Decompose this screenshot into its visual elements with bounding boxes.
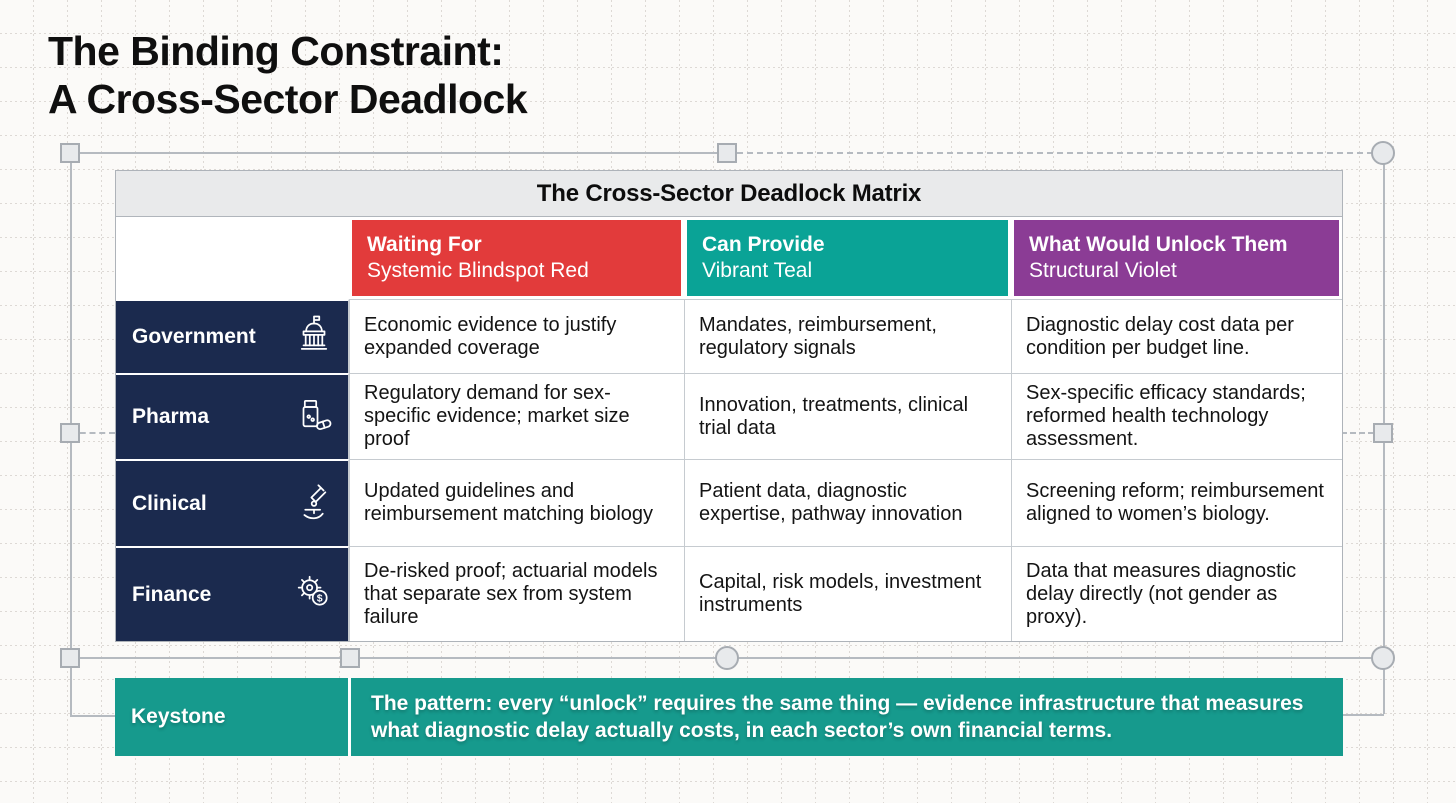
row-label: Finance: [132, 582, 212, 606]
selection-handle-mid-left[interactable]: [60, 423, 80, 443]
matrix-cell[interactable]: Diagnostic delay cost data per condition…: [1011, 299, 1342, 373]
keystone-text: The pattern: every “unlock” requires the…: [371, 691, 1304, 742]
matrix-cell[interactable]: Economic evidence to justify expanded co…: [349, 299, 684, 373]
column-title: Can Provide: [702, 233, 825, 257]
matrix-cell[interactable]: Sex-specific efficacy standards; reforme…: [1011, 373, 1342, 459]
row-header-government[interactable]: Government: [116, 299, 349, 373]
matrix-cell[interactable]: Patient data, diagnostic expertise, path…: [684, 459, 1011, 546]
selection-edge-top-right: [727, 152, 1383, 154]
matrix-cell[interactable]: Data that measures diagnostic delay dire…: [1011, 546, 1342, 641]
column-subtitle: Vibrant Teal: [702, 259, 813, 282]
microscope-icon: [293, 480, 335, 528]
column-subtitle: Structural Violet: [1029, 259, 1177, 282]
matrix-cell[interactable]: Mandates, reimbursement, regulatory sign…: [684, 299, 1011, 373]
matrix-cell[interactable]: Innovation, treatments, clinical trial d…: [684, 373, 1011, 459]
matrix-cell-text: Capital, risk models, investment instrum…: [699, 571, 982, 616]
column-title: What Would Unlock Them: [1029, 233, 1288, 257]
row-label: Clinical: [132, 491, 207, 515]
matrix-cell[interactable]: De-risked proof; actuarial models that s…: [349, 546, 684, 641]
page-title[interactable]: The Binding Constraint: A Cross-Sector D…: [48, 28, 528, 122]
matrix-cell[interactable]: Screening reform; reimbursement aligned …: [1011, 459, 1342, 546]
column-title: Waiting For: [367, 233, 482, 257]
capitol-icon: [293, 313, 335, 361]
matrix-cell[interactable]: Regulatory demand for sex-specific evide…: [349, 373, 684, 459]
matrix-corner-cell: [116, 217, 349, 299]
selection-handle-bottom-mid-left[interactable]: [340, 648, 360, 668]
selection-handle-top-right[interactable]: [1371, 141, 1395, 165]
matrix-cell[interactable]: Updated guidelines and reimbursement mat…: [349, 459, 684, 546]
deadlock-matrix-table[interactable]: The Cross-Sector Deadlock Matrix Waiting…: [115, 170, 1343, 642]
row-header-clinical[interactable]: Clinical: [116, 459, 349, 546]
matrix-cell-text: Screening reform; reimbursement aligned …: [1026, 480, 1324, 525]
selection-handle-top-middle[interactable]: [717, 143, 737, 163]
svg-text:$: $: [317, 592, 323, 604]
keystone-bar[interactable]: Keystone The pattern: every “unlock” req…: [115, 678, 1343, 756]
row-label: Pharma: [132, 405, 210, 428]
matrix-cell-text: Economic evidence to justify expanded co…: [364, 313, 617, 359]
selection-handle-bottom-left[interactable]: [60, 648, 80, 668]
matrix-cell-text: Mandates, reimbursement, regulatory sign…: [699, 313, 937, 359]
pill-bottle-icon: [293, 393, 335, 441]
matrix-cell-text: Regulatory demand for sex-specific evide…: [364, 382, 630, 450]
selection-handle-top-left[interactable]: [60, 143, 80, 163]
row-header-pharma[interactable]: Pharma: [116, 373, 349, 459]
selection-edge-bottom-left: [70, 715, 115, 717]
selection-edge-mid-left: [70, 432, 115, 434]
matrix-title: The Cross-Sector Deadlock Matrix: [116, 171, 1342, 217]
gear-dollar-icon: $: [293, 571, 335, 619]
matrix-cell-text: Sex-specific efficacy standards; reforme…: [1026, 382, 1306, 450]
matrix-cell-text: Innovation, treatments, clinical trial d…: [699, 393, 969, 439]
column-header-3[interactable]: What Would Unlock Them Structural Violet: [1011, 217, 1342, 299]
keystone-divider: [348, 678, 351, 756]
selection-edge-mid-right: [1341, 432, 1383, 434]
row-label: Government: [132, 325, 256, 348]
matrix-cell-text: Updated guidelines and reimbursement mat…: [364, 480, 654, 525]
column-header-2[interactable]: Can Provide Vibrant Teal: [684, 217, 1011, 299]
selection-handle-bottom-right[interactable]: [1371, 646, 1395, 670]
column-subtitle: Systemic Blindspot Red: [367, 259, 589, 282]
row-header-finance[interactable]: Finance $: [116, 546, 349, 641]
matrix-cell-text: Patient data, diagnostic expertise, path…: [699, 480, 963, 525]
matrix-cell-text: Data that measures diagnostic delay dire…: [1026, 559, 1297, 628]
selection-edge-top-left: [70, 152, 727, 154]
selection-handle-bottom-middle[interactable]: [715, 646, 739, 670]
selection-handle-mid-right[interactable]: [1373, 423, 1393, 443]
column-header-1[interactable]: Waiting For Systemic Blindspot Red: [349, 217, 684, 299]
matrix-cell-text: Diagnostic delay cost data per condition…: [1026, 313, 1294, 359]
keystone-label: Keystone: [131, 705, 226, 728]
matrix-cell[interactable]: Capital, risk models, investment instrum…: [684, 546, 1011, 641]
selection-edge-bottom-right: [1341, 714, 1384, 716]
matrix-cell-text: De-risked proof; actuarial models that s…: [364, 559, 658, 628]
